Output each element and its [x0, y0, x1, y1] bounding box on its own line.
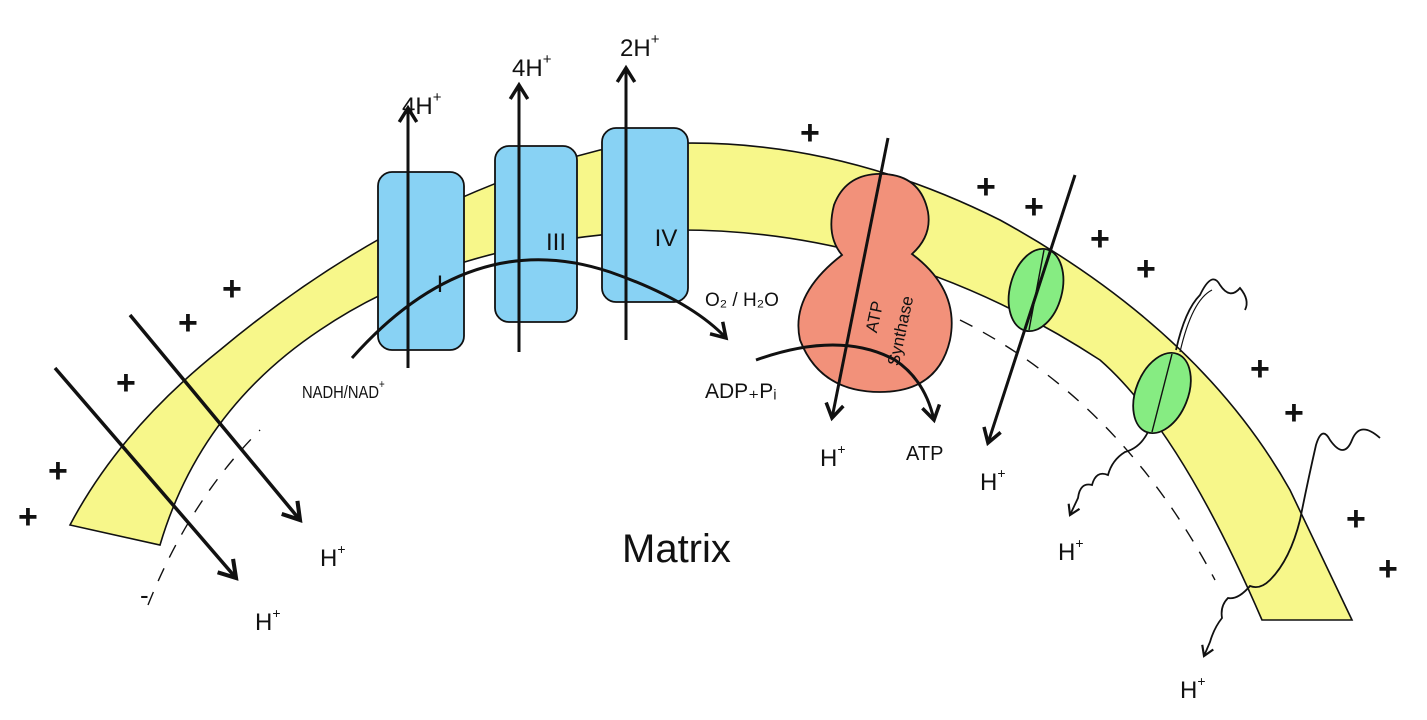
wavy-tail-2: [1179, 289, 1213, 353]
plus-sign: +: [178, 304, 198, 342]
h-label-left-2: H+: [320, 541, 346, 572]
atp-synthase-proton-arrow: [824, 137, 890, 422]
complex-iv-label: IV: [655, 225, 678, 252]
left-proton-arrow-1: [53, 366, 239, 581]
minus-sign: -: [140, 580, 149, 610]
matrix-label: Matrix: [622, 527, 731, 571]
dashed-line-right: [959, 319, 1216, 581]
plus-sign: +: [1284, 394, 1304, 432]
complex-iv: [601, 127, 689, 303]
atp-label: ATP: [906, 443, 943, 465]
complex-iii-label: III: [546, 229, 566, 256]
electron-flow-arrow: [350, 258, 729, 359]
plus-sign: +: [222, 270, 242, 308]
dashed-line-left: [147, 429, 261, 606]
o2-h2o-label: O₂ / H₂O: [705, 290, 779, 311]
wavy-tail-1: [1175, 278, 1248, 351]
h-label-atp-synthase: H+: [820, 441, 846, 472]
green-channel-2-divider: [1151, 353, 1173, 433]
plus-sign: +: [1250, 350, 1270, 388]
complex-i: [377, 171, 465, 351]
plus-sign: +: [1378, 550, 1398, 588]
left-proton-arrow-2: [128, 313, 303, 523]
complex-iii: [494, 145, 578, 323]
h-label-wavy-1: H+: [1058, 535, 1084, 566]
atp-synthase: [797, 173, 953, 393]
proton-label-2h: 2H+: [620, 31, 660, 62]
h-label-wavy-2: H+: [1180, 673, 1206, 704]
plus-sign: +: [1346, 500, 1366, 538]
channel-1-proton-arrow: [982, 174, 1077, 447]
plus-sign: +: [48, 452, 68, 490]
adp-atp-arrow: [755, 343, 942, 424]
wavy-leak-path-1: [1067, 431, 1149, 517]
nadh-label: NADH/NAD+: [302, 378, 385, 402]
plus-sign: +: [976, 168, 996, 206]
proton-label-4h-a: 4H+: [402, 89, 442, 120]
h-label-channel-1: H+: [980, 465, 1006, 496]
plus-sign: +: [1090, 220, 1110, 258]
plus-sign: +: [18, 498, 38, 536]
plus-sign: +: [800, 114, 820, 152]
plus-signs: + + + + + + + + + + + + + +: [18, 114, 1398, 588]
plus-sign: +: [1136, 250, 1156, 288]
proton-label-4h-b: 4H+: [512, 51, 552, 82]
wavy-leak-path-2: [1201, 428, 1381, 658]
h-label-left-1: H+: [255, 605, 281, 636]
adp-label: ADP₊Pᵢ: [705, 380, 777, 403]
plus-sign: +: [116, 364, 136, 402]
plus-sign: +: [1024, 188, 1044, 226]
